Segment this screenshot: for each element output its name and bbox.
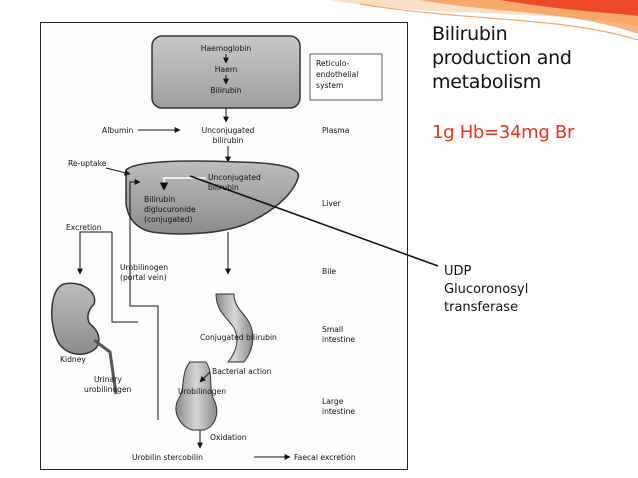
slide-title-line-1: Bilirubin (432, 23, 508, 45)
arrow-reuptake (105, 167, 131, 176)
liver-unconjugated-2: bilirubin (208, 183, 239, 192)
bile-side-label: Bile (322, 267, 336, 276)
small-intestine-side-1: Small (322, 325, 343, 334)
slide-title-line-2: production and (432, 47, 572, 69)
small-intestine-side-2: intestine (322, 335, 355, 344)
large-intestine-side-2: intestine (322, 407, 355, 416)
line-portal-to-kidney (111, 232, 138, 323)
bilirubin-metabolism-figure: Haemoglobin Haem Bilirubin Reticulo- end… (40, 22, 408, 470)
re-side-label-3: system (316, 81, 343, 90)
urinary-label-1: Urinary (94, 375, 122, 384)
liver-conjugated-2: diglucuronide (144, 205, 196, 214)
slide-title-line-3: metabolism (432, 71, 541, 93)
enzyme-callout: UDP Glucoronosyl transferase (444, 263, 528, 317)
callout-line-1: UDP (444, 264, 472, 279)
albumin-label: Albumin (102, 126, 133, 135)
arrow-excretion (77, 231, 112, 275)
excretion-label: Excretion (66, 223, 102, 232)
re-side-label-1: Reticulo- (316, 59, 350, 68)
oxidation-label: Oxidation (210, 433, 247, 442)
kidney-shape (51, 282, 100, 355)
haem-label: Haem (215, 65, 237, 74)
plasma-side-label: Plasma (322, 126, 349, 135)
large-intestine-side-1: Large (322, 397, 344, 406)
plasma-unconjugated-1: Unconjugated (202, 126, 255, 135)
conjugated-bilirubin-label: Conjugated bilirubin (200, 333, 277, 342)
urobilinogen-portal-1: Urobilinogen (120, 263, 168, 272)
faecal-label: Faecal excretion (294, 453, 356, 462)
reuptake-label: Re-uptake (68, 159, 107, 168)
callout-line-2: Glucoronosyl (444, 282, 529, 297)
callout-line-3: transferase (444, 300, 519, 315)
re-side-label-2: endothelial (316, 70, 358, 79)
slide-title: Bilirubin production and metabolism (432, 22, 632, 94)
urobilin-label: Urobilin stercobilin (132, 453, 203, 462)
urinary-label-2: urobilinogen (84, 385, 132, 394)
arrow-bacterial (199, 371, 211, 383)
arrow-portal-vein (129, 179, 159, 420)
large-urobilinogen-label: Urobilinogen (178, 387, 226, 396)
haemoglobin-label: Haemoglobin (201, 44, 252, 53)
re-bilirubin-label: Bilirubin (210, 86, 241, 95)
liver-conjugated-3: (conjugated) (144, 215, 192, 224)
re-side-label-box (309, 53, 383, 101)
small-intestine-shape (215, 293, 254, 363)
large-intestine-shape (175, 361, 218, 431)
liver-conjugated-1: Bilirubin (144, 195, 175, 204)
ureter-shape (93, 338, 118, 395)
plasma-unconjugated-2: bilirubin (213, 136, 244, 145)
kidney-label: Kidney (60, 355, 86, 364)
urobilinogen-portal-2: (portal vein) (120, 273, 167, 282)
bacterial-action-label: Bacterial action (212, 367, 272, 376)
liver-unconjugated-1: Unconjugated (208, 173, 261, 182)
liver-side-label: Liver (322, 199, 342, 208)
slide-subtitle: 1g Hb=34mg Br (432, 122, 575, 143)
